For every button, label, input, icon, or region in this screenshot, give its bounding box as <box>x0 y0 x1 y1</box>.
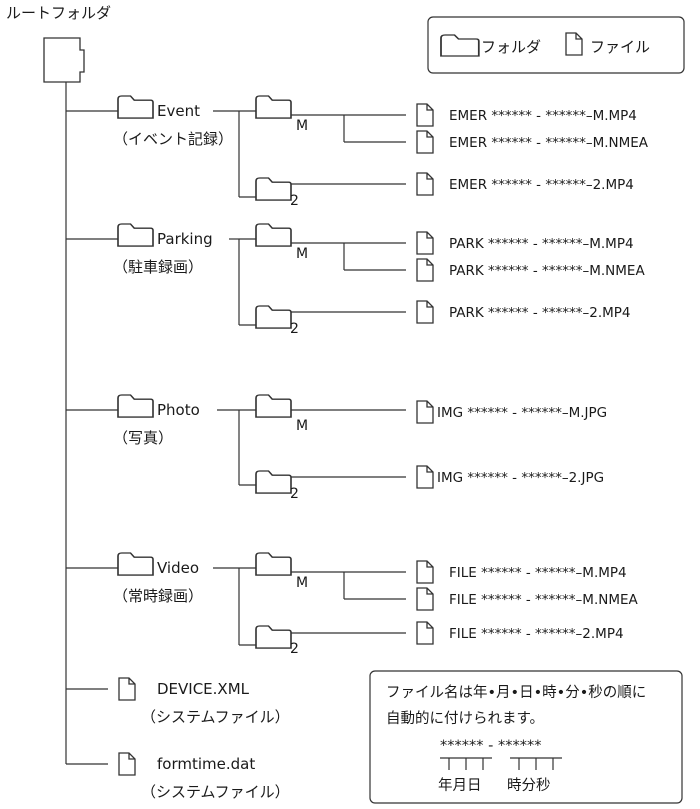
file-icon <box>416 258 434 282</box>
file-icon <box>118 677 136 701</box>
subfolder-name-m: M <box>296 575 308 591</box>
file-icon <box>416 587 434 611</box>
folder-name-parking: Parking <box>157 230 213 248</box>
folder-icon <box>117 552 154 576</box>
note-time-label: 時分秒 <box>507 777 551 794</box>
folder-icon <box>117 223 154 247</box>
folder-icon <box>255 625 292 649</box>
sd-card-icon <box>43 37 85 83</box>
folder-icon <box>117 394 154 418</box>
subfolder-name-2: 2 <box>290 193 299 209</box>
legend: フォルダ ファイル <box>427 16 685 74</box>
subfolder-name-m: M <box>296 246 308 262</box>
file-name: FILE ****** - ******–M.NMEA <box>449 592 639 608</box>
folder-group-photo: Photo （写真） M IMG ****** - ******–M.JPG 2… <box>66 394 607 502</box>
folder-name-video: Video <box>157 559 199 577</box>
file-name: FILE ****** - ******–2.MP4 <box>449 626 624 642</box>
subfolder-name-2: 2 <box>290 641 299 657</box>
file-icon <box>416 172 434 196</box>
root-file-name: DEVICE.XML <box>157 680 250 698</box>
root-file-desc: （システムファイル） <box>141 708 290 726</box>
file-name: FILE ****** - ******–M.MP4 <box>449 565 627 581</box>
file-name: PARK ****** - ******–2.MP4 <box>449 305 631 321</box>
folder-name-photo: Photo <box>157 401 200 419</box>
file-name: EMER ****** - ******–M.MP4 <box>449 108 637 124</box>
file-name: IMG ****** - ******–2.JPG <box>437 470 604 486</box>
folder-icon <box>255 394 292 418</box>
note-date-label: 年月日 <box>438 777 482 794</box>
folder-icon <box>255 95 292 119</box>
folder-desc-photo: （写真） <box>113 429 173 447</box>
note-tick-marks <box>440 757 562 770</box>
folder-desc-parking: （駐車録画） <box>113 258 203 276</box>
folder-group-parking: Parking （駐車録画） M PARK ****** - ******–M.… <box>66 223 645 337</box>
folder-icon <box>255 552 292 576</box>
legend-box <box>427 16 685 74</box>
file-icon <box>416 231 434 255</box>
file-icon <box>416 560 434 584</box>
file-icon <box>416 621 434 645</box>
root-folder-label: ルートフォルダ <box>6 4 111 22</box>
note-line-2: 自動的に付けられます。 <box>386 710 544 727</box>
file-icon <box>416 130 434 154</box>
file-icon <box>416 400 434 424</box>
root-file-name: formtime.dat <box>157 755 255 773</box>
folder-icon <box>117 95 154 119</box>
legend-folder-label: フォルダ <box>481 38 541 56</box>
note-pattern: ****** - ****** <box>440 738 541 754</box>
folder-icon <box>255 470 292 494</box>
root-file-formtime-dat: formtime.dat （システムファイル） <box>66 752 290 801</box>
file-name: EMER ****** - ******–2.MP4 <box>449 177 634 193</box>
folder-icon <box>255 177 292 201</box>
file-name: EMER ****** - ******–M.NMEA <box>449 135 649 151</box>
file-icon <box>416 103 434 127</box>
subfolder-name-m: M <box>296 118 308 134</box>
folder-desc-video: （常時録画） <box>113 587 203 605</box>
folder-name-event: Event <box>157 102 200 120</box>
filename-note: ファイル名は年•月•日•時•分•秒の順に 自動的に付けられます。 ****** … <box>369 670 683 804</box>
root-file-desc: （システムファイル） <box>141 783 290 801</box>
file-icon <box>416 465 434 489</box>
file-name: IMG ****** - ******–M.JPG <box>437 405 607 421</box>
file-icon <box>416 300 434 324</box>
folder-icon <box>255 223 292 247</box>
folder-group-video: Video （常時録画） M FILE ****** - ******–M.MP… <box>66 552 639 657</box>
folder-icon <box>255 305 292 329</box>
root-file-device-xml: DEVICE.XML （システムファイル） <box>66 677 290 726</box>
file-name: PARK ****** - ******–M.MP4 <box>449 236 634 252</box>
subfolder-name-2: 2 <box>290 486 299 502</box>
folder-group-event: Event （イベント記録） M EMER ****** - ******–M.… <box>66 95 649 209</box>
legend-file-icon <box>565 32 583 56</box>
note-box <box>369 670 683 804</box>
file-icon <box>118 752 136 776</box>
subfolder-name-m: M <box>296 418 308 434</box>
subfolder-name-2: 2 <box>290 321 299 337</box>
folder-desc-event: （イベント記録） <box>113 130 233 148</box>
file-name: PARK ****** - ******–M.NMEA <box>449 263 645 279</box>
legend-file-label: ファイル <box>590 38 650 56</box>
note-line-1: ファイル名は年•月•日•時•分•秒の順に <box>386 684 646 701</box>
